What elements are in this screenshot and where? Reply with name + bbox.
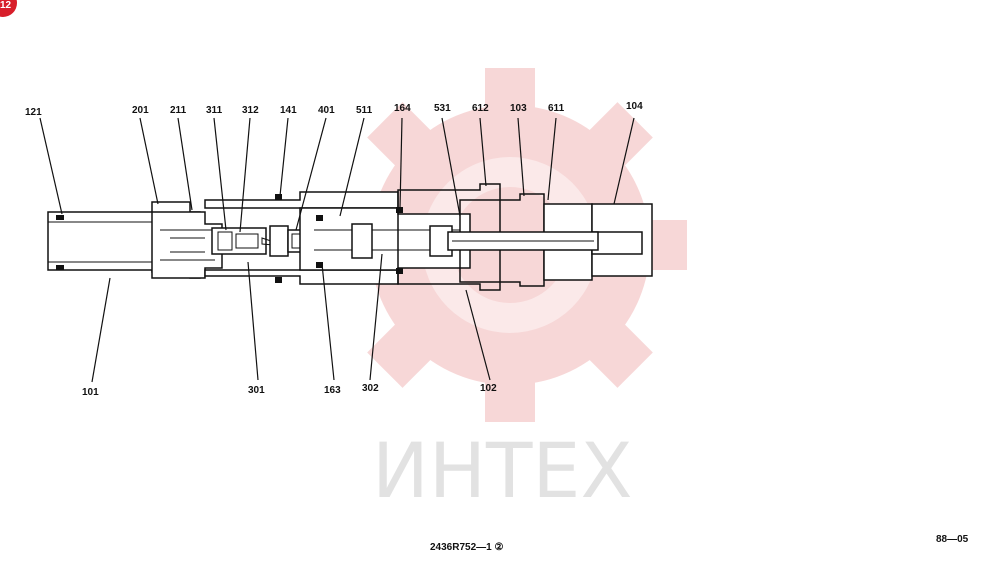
- watermark-text: ИНТЕХ: [372, 426, 633, 515]
- part-labels: 121 201 211 311 312 141 401 511 164 531 …: [25, 101, 643, 398]
- part-label: 121: [25, 107, 42, 118]
- housing-lower: [204, 269, 399, 285]
- page-badge: 12: [0, 0, 17, 17]
- svg-text:12: 12: [0, 0, 12, 11]
- part-label: 102: [480, 383, 497, 394]
- part-label: 101: [82, 387, 99, 398]
- sleeve-201: [151, 211, 223, 279]
- oring-121: [56, 215, 64, 220]
- sleeve-612: [397, 183, 501, 291]
- part-label: 611: [548, 103, 565, 114]
- leader-lines: [39, 117, 635, 383]
- drawing-number: 2436R752—1 ②: [430, 542, 503, 553]
- seat-401: [269, 225, 289, 257]
- oring-163: [316, 262, 323, 268]
- part-label: 312: [242, 105, 259, 116]
- part-label: 302: [362, 383, 379, 394]
- part-label: 163: [324, 385, 341, 396]
- spool-302: [351, 223, 373, 259]
- part-label: 201: [132, 105, 149, 116]
- part-label: 401: [318, 105, 335, 116]
- part-label: 531: [434, 103, 451, 114]
- part-label: 301: [248, 385, 265, 396]
- oring-164: [316, 215, 323, 221]
- part-label: 104: [626, 101, 643, 112]
- sleeve-103: [459, 193, 545, 287]
- part-label: 164: [394, 103, 411, 114]
- part-label: 311: [206, 105, 223, 116]
- oring-141: [275, 194, 282, 200]
- part-label: 141: [280, 105, 297, 116]
- page-reference: 88—05: [936, 534, 969, 545]
- valve-assembly: [47, 183, 653, 291]
- part-label: 211: [170, 105, 187, 116]
- part-label: 103: [510, 103, 527, 114]
- part-label: 612: [472, 103, 489, 114]
- part-label: 511: [356, 105, 373, 116]
- housing-upper: [204, 191, 399, 209]
